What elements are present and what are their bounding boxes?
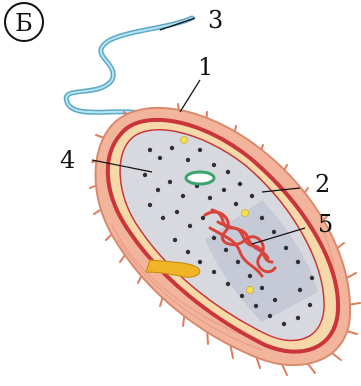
plasmid bbox=[186, 172, 214, 184]
label-2: 2 bbox=[315, 170, 330, 198]
label-3: 3 bbox=[208, 6, 223, 34]
label-4: 4 bbox=[60, 146, 75, 174]
figure-badge: Б bbox=[5, 3, 43, 41]
label-5: 5 bbox=[318, 210, 333, 238]
label-1: 1 bbox=[198, 53, 213, 81]
svg-text:Б: Б bbox=[15, 9, 33, 37]
